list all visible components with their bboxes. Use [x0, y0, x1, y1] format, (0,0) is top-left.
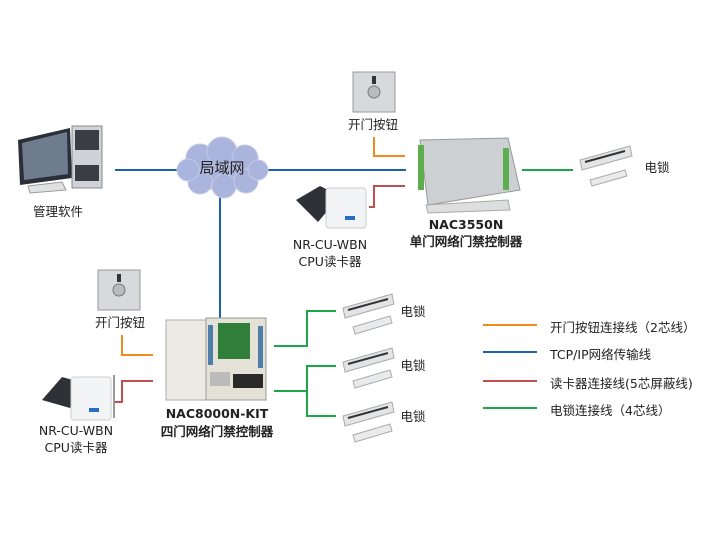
lock-1-label: 电锁 [400, 304, 426, 319]
electric-lock-top-icon [579, 145, 633, 187]
legend-item-button-wire: 开门按钮连接线（2芯线） [550, 320, 696, 335]
electric-lock-3-icon [342, 401, 395, 443]
bottom-button-label: 开门按钮 [94, 315, 146, 330]
bottom-reader-model: NR-CU-WBN [38, 423, 114, 438]
lan-label: 局域网 [199, 159, 245, 177]
reader-line-bottom [115, 380, 153, 403]
lock-3-label: 电锁 [400, 409, 426, 424]
lock-line-branch [306, 365, 336, 417]
electric-lock-2-icon [342, 347, 395, 389]
nac8000n-label: 四门网络门禁控制器 [160, 424, 274, 439]
nac3550n-label: 单门网络门禁控制器 [409, 234, 523, 249]
top-reader-label: CPU读卡器 [298, 254, 362, 269]
top-button-label: 开门按钮 [347, 117, 399, 132]
button-line-top [373, 137, 405, 157]
electric-lock-1-icon [342, 293, 395, 335]
lock-2-label: 电锁 [400, 358, 426, 373]
nac8000n-model: NAC8000N-KIT [165, 406, 269, 421]
legend-item-reader-wire: 读卡器连接线(5芯屏蔽线) [550, 376, 693, 391]
button-line-bottom [121, 335, 153, 356]
lan-cloud-icon [176, 136, 269, 199]
card-reader-top-icon [296, 186, 367, 229]
exit-button-bottom-icon [97, 269, 141, 311]
nac3550n-model: NAC3550N [428, 217, 504, 232]
lock-line-1 [274, 310, 336, 347]
reader-line-top [369, 185, 405, 208]
legend-item-lock-wire: 电锁连接线（4芯线） [550, 403, 671, 418]
nac3550n-controller-icon [418, 137, 521, 214]
legend-item-tcp-ip: TCP/IP网络传输线 [550, 347, 652, 362]
card-reader-bottom-icon [42, 376, 112, 421]
computer-icon [18, 125, 103, 194]
nac8000n-controller-icon [165, 317, 267, 401]
exit-button-top-icon [352, 71, 396, 113]
bottom-reader-label: CPU读卡器 [44, 440, 108, 455]
top-reader-model: NR-CU-WBN [292, 237, 368, 252]
software-label: 管理软件 [32, 204, 84, 219]
top-lock-label: 电锁 [644, 160, 670, 175]
